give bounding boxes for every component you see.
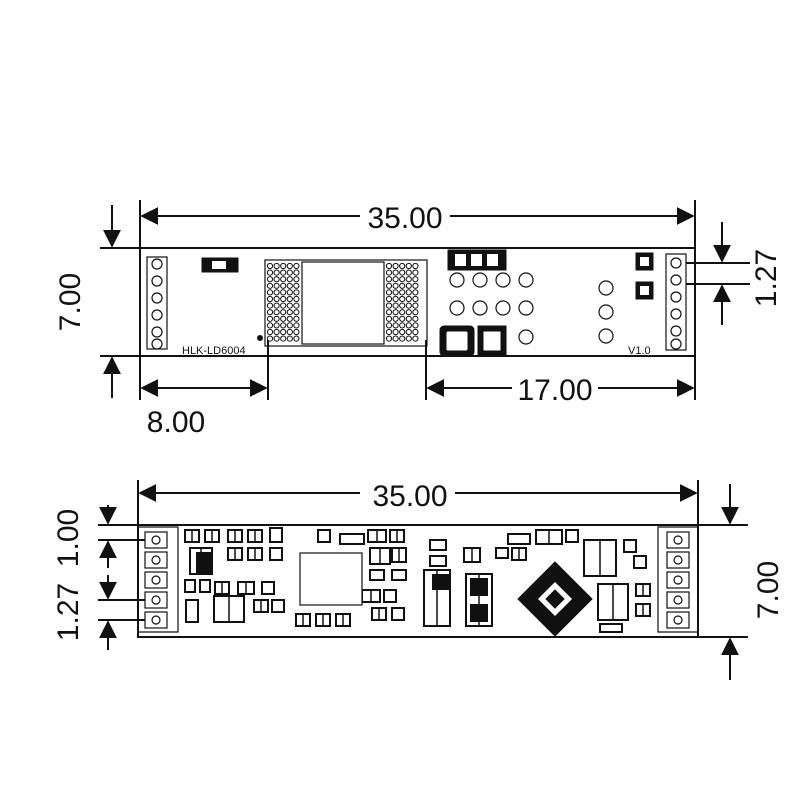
bottom-right-pads: [657, 526, 699, 633]
bottom-view: 35.00 7.00 1.00 1.27: [52, 480, 785, 680]
top-components-cluster: [439, 249, 654, 357]
svg-text:1.27: 1.27: [52, 583, 85, 641]
model-label: HLK-LD6004: [182, 345, 246, 357]
svg-text:1.27: 1.27: [750, 249, 783, 307]
top-component-small: [201, 257, 239, 273]
svg-text:35.00: 35.00: [367, 202, 442, 235]
svg-text:17.00: 17.00: [517, 374, 592, 407]
dim-height-bottom: 7.00: [698, 484, 785, 680]
top-right-pads: [665, 253, 687, 351]
svg-text:7.00: 7.00: [54, 273, 87, 331]
dim-right-offset: 17.00: [425, 340, 696, 407]
svg-text:1.00: 1.00: [52, 509, 85, 567]
version-label: V1.0: [628, 345, 651, 357]
dim-width-top: 35.00: [139, 200, 696, 248]
dim-width-bottom: 35.00: [137, 480, 699, 525]
svg-text:8.00: 8.00: [147, 406, 205, 439]
dim-pitch-top: 1.27: [686, 222, 783, 325]
bottom-main-ic: [299, 552, 363, 606]
svg-text:7.00: 7.00: [752, 561, 785, 619]
bottom-left-pads: [137, 526, 179, 633]
top-left-pads: [146, 256, 168, 350]
bottom-components: [184, 527, 651, 633]
top-view: HLK-LD6004: [54, 200, 783, 439]
dim-edge-bottom: 1.00: [52, 505, 145, 568]
dim-height-top: 7.00: [54, 205, 140, 398]
bottom-diamond-chip: [517, 561, 593, 637]
dim-left-offset: 8.00: [139, 340, 269, 439]
pin1-dot: [257, 335, 263, 341]
dim-pitch-bottom: 1.27: [52, 575, 145, 650]
antenna-array: [264, 259, 428, 347]
svg-text:35.00: 35.00: [372, 480, 447, 513]
